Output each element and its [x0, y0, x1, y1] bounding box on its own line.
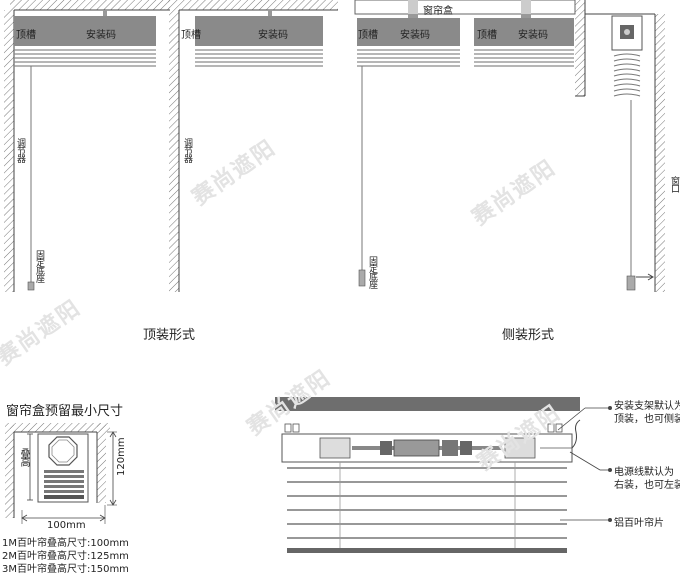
top-groove-label: 顶槽	[358, 30, 378, 41]
install-code-label: 安装码	[518, 30, 548, 41]
top-mount-diagram-2	[168, 0, 338, 292]
top-groove-label: 顶槽	[181, 30, 201, 41]
side-mount-diagram-1	[354, 0, 576, 287]
top-mount-caption: 顶装形式	[143, 328, 196, 343]
fixed-base-label: 固定底座	[34, 250, 44, 282]
curtain-box-label: 窗帘盒	[423, 6, 453, 17]
fixed-base-label: 固定底座	[367, 256, 377, 288]
curtain-box	[354, 0, 576, 15]
top-mount-diagram-1	[4, 0, 170, 292]
install-code-label: 安装码	[258, 30, 288, 41]
stack-height-label: 叠高	[18, 448, 29, 466]
ceiling-hatch	[10, 0, 170, 10]
size-spec-2m: 2M百叶帘叠高尺寸:125mm	[2, 551, 129, 562]
cable-callout-line1: 电源线默认为	[614, 467, 674, 478]
side-mount-diagram-2	[575, 0, 665, 292]
size-spec-3m: 3M百叶帘叠高尺寸:150mm	[2, 564, 129, 575]
install-code-label: 安装码	[86, 30, 116, 41]
bracket-callout-line1: 安装支架默认为	[614, 401, 680, 412]
top-groove-label: 顶槽	[477, 30, 497, 41]
width-dimension-label: 100mm	[47, 520, 86, 531]
slat-callout: 铝百叶帘片	[614, 518, 664, 529]
box-section-title: 窗帘盒预留最小尺寸	[6, 404, 124, 419]
bracket-callout-line2: 顶装，也可侧装	[614, 414, 680, 425]
top-bar	[275, 397, 580, 411]
size-spec-1m: 1M百叶帘叠高尺寸:100mm	[2, 538, 129, 549]
pull-cord-label: 调节器	[182, 138, 192, 162]
window-opening-label: 窗口	[669, 176, 679, 192]
motor-assembly-diagram	[275, 397, 612, 553]
top-groove-label: 顶槽	[16, 30, 36, 41]
install-code-label: 安装码	[400, 30, 430, 41]
height-dimension-label: 120mm	[116, 437, 127, 476]
side-mount-caption: 侧装形式	[502, 328, 555, 343]
wall-hatch	[4, 10, 14, 292]
cable-callout-line2: 右装，也可左装	[614, 480, 680, 491]
pull-cord-label: 调节器	[15, 138, 25, 162]
headrail	[14, 16, 156, 46]
box-dimension-diagram	[5, 423, 117, 524]
